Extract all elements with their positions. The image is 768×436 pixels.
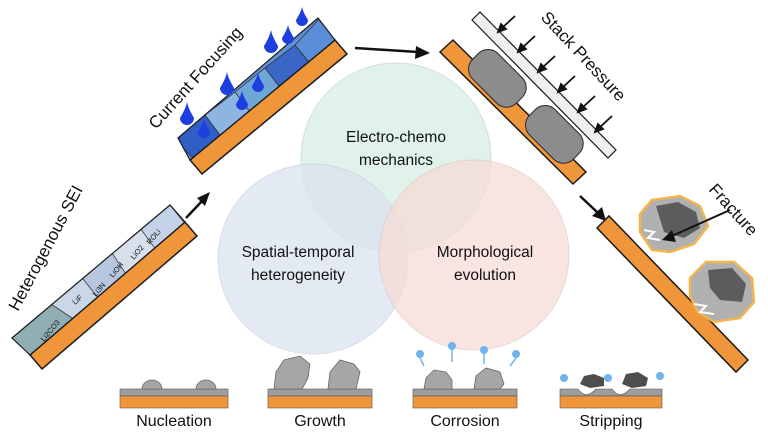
fracture-pointer-arrow (662, 209, 731, 242)
arrow-sei-to-current (185, 192, 210, 219)
ion-drop-icon (198, 119, 210, 138)
stripping-stage: Stripping (559, 372, 664, 430)
stripping-ions (560, 372, 664, 382)
sp-lithium-block-2 (525, 105, 584, 164)
fracture-panel: Fracture (595, 180, 762, 374)
venn-top-line1: Electro-chemo (346, 129, 446, 146)
ion-drop-icon (264, 30, 278, 53)
corrosion-ions (416, 342, 520, 367)
ion-drop-icon (252, 73, 264, 92)
sp-pressure-plate (471, 11, 617, 159)
ion-drop-icon (282, 25, 294, 44)
stripping-label: Stripping (579, 413, 642, 430)
ion-drop-icon (296, 7, 308, 26)
fractured-lithium-2 (688, 260, 756, 324)
ion-drop-icon (236, 91, 248, 110)
venn-left-line1: Spatial-temporal (242, 244, 355, 261)
fracture-label: Fracture (705, 180, 761, 240)
blue-ions-cluster (180, 7, 308, 138)
venn-diagram: Electro-chemo mechanics Spatial-temporal… (217, 62, 570, 355)
sp-lithium-block-1 (468, 49, 527, 108)
venn-left-line2: heterogeneity (251, 267, 345, 284)
arrow-stack-to-fracture (579, 195, 606, 221)
heterogenous-sei-panel: Li2CO3 LiF Li3N LiOH LiO2 ROLi Heterogen… (5, 182, 199, 371)
nucleation-stage: Nucleation (119, 379, 229, 430)
venn-right-line1: Morphological (437, 244, 534, 261)
ion-drop-icon (180, 102, 194, 125)
bottom-process-row: Nucleation Growth Corrosion (119, 342, 664, 430)
venn-right-line2: evolution (454, 267, 516, 284)
fracture-electrode (595, 214, 750, 374)
pressure-arrows (496, 15, 613, 134)
growth-stage: Growth (267, 355, 373, 430)
venn-circle-right (378, 159, 570, 351)
venn-top-line2: mechanics (359, 152, 433, 169)
nucleation-label: Nucleation (136, 413, 212, 430)
growth-label: Growth (294, 413, 346, 430)
ion-drop-icon (220, 72, 234, 95)
arrow-current-to-stack (354, 46, 430, 59)
corrosion-label: Corrosion (430, 413, 499, 430)
corrosion-stage: Corrosion (412, 342, 520, 430)
